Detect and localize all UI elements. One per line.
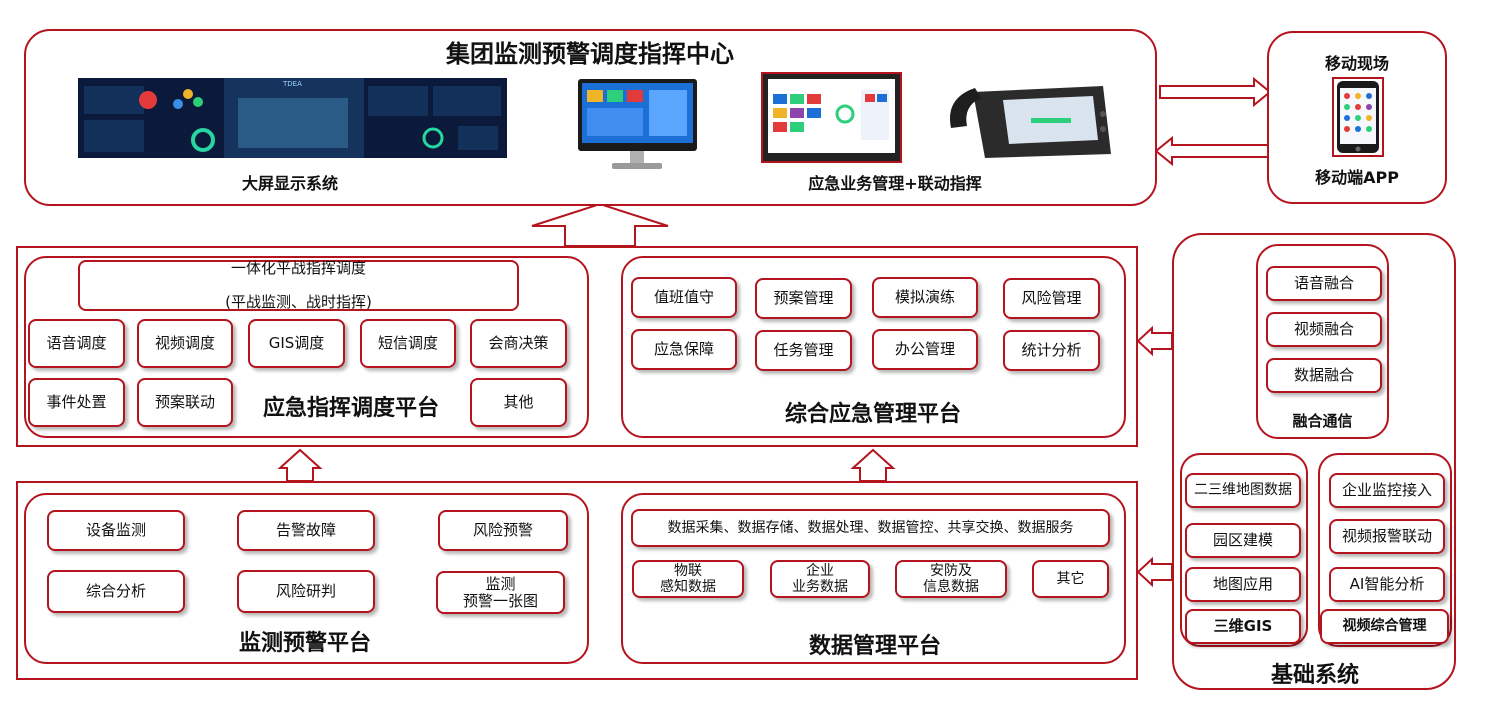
data-item-other: 其它: [1032, 560, 1109, 598]
mobile-app-label: 移动端APP: [1315, 168, 1399, 187]
dispatch-phone-icon: [950, 86, 1111, 158]
dashboard-thumbnail: [78, 78, 507, 158]
arrow-left-from-mobile: [1154, 135, 1271, 167]
fusion-item-video: 视频融合: [1266, 312, 1382, 347]
emergency-item-duty: 值班值守: [631, 277, 737, 318]
dispatch-platform-title: 应急指挥调度平台: [262, 396, 439, 421]
emergency-item-office: 办公管理: [872, 329, 978, 370]
monitor-item-device: 设备监测: [47, 510, 185, 551]
arrow-up-main: [531, 202, 669, 247]
unified-dispatch-line1: 一体化平战指挥调度: [230, 259, 366, 277]
emergency-item-task: 任务管理: [755, 330, 852, 371]
monitor-item-risk-warning: 风险预警: [438, 510, 568, 551]
fusion-comm-title: 融合通信: [1292, 412, 1353, 430]
arrow-right-to-mobile: [1159, 76, 1272, 108]
dispatch-item-sms: 短信调度: [360, 319, 456, 368]
emergency-item-support: 应急保障: [631, 329, 737, 370]
business-command-label: 应急业务管理+联动指挥: [808, 174, 982, 193]
monitor-platform-title: 监测预警平台: [238, 631, 371, 656]
emergency-item-stats: 统计分析: [1003, 330, 1100, 371]
data-item-iot: 物联 感知数据: [632, 560, 744, 598]
dispatch-item-incident: 事件处置: [28, 378, 125, 427]
emergency-item-drill: 模拟演练: [872, 277, 978, 318]
monitor-icon: [578, 79, 697, 169]
video-item-access: 企业监控接入: [1329, 473, 1445, 508]
gis-item-park-model: 园区建模: [1185, 523, 1301, 558]
mobile-phone-image: [1332, 77, 1384, 157]
fusion-item-voice: 语音融合: [1266, 266, 1382, 301]
dispatch-terminal-image: [943, 74, 1113, 158]
dispatch-item-plan-link: 预案联动: [137, 378, 233, 427]
arrow-left-lower: [1136, 556, 1173, 588]
desktop-monitor-image: [577, 78, 698, 173]
dispatch-item-other: 其他: [470, 378, 567, 427]
unified-dispatch-box: 一体化平战指挥调度 (平战监测、战时指挥): [78, 260, 519, 311]
emergency-item-risk: 风险管理: [1003, 278, 1100, 319]
emergency-platform-title: 综合应急管理平台: [784, 402, 961, 427]
dispatch-item-video: 视频调度: [137, 319, 233, 368]
emergency-management-screen-image: [761, 72, 902, 163]
monitor-item-analysis: 综合分析: [47, 570, 185, 613]
smartphone-icon: [1337, 81, 1379, 153]
arrow-up-left: [277, 448, 323, 482]
data-item-security: 安防及 信息数据: [895, 560, 1007, 598]
mobile-title: 移动现场: [1324, 54, 1389, 73]
monitor-item-risk-judge: 风险研判: [237, 570, 375, 613]
big-screen-label: 大屏显示系统: [241, 174, 338, 193]
fusion-item-data: 数据融合: [1266, 358, 1382, 393]
video-mgmt-title: 视频综合管理: [1320, 609, 1449, 644]
arrow-up-right: [850, 448, 896, 482]
monitor-item-alarm: 告警故障: [237, 510, 375, 551]
dispatch-item-consult: 会商决策: [470, 319, 567, 368]
dispatch-item-gis: GIS调度: [248, 319, 345, 368]
gis-item-map-app: 地图应用: [1185, 567, 1301, 602]
base-system-title: 基础系统: [1270, 663, 1359, 688]
dispatch-item-voice: 语音调度: [28, 319, 125, 368]
gis-item-map-data: 二三维地图数据: [1185, 473, 1301, 508]
gis-title: 三维GIS: [1185, 609, 1301, 644]
monitor-item-one-map: 监测 预警一张图: [436, 571, 565, 614]
big-screen-display-image: TDEA: [78, 78, 507, 158]
emergency-item-plan: 预案管理: [755, 278, 852, 319]
dashboard-thumbnail-title: TDEA: [283, 80, 302, 88]
arrow-left-upper: [1136, 325, 1173, 357]
video-item-alarm-link: 视频报警联动: [1329, 519, 1445, 554]
unified-dispatch-line2: (平战监测、战时指挥): [225, 293, 372, 311]
video-item-ai: AI智能分析: [1329, 567, 1445, 602]
management-ui-thumbnail: [768, 79, 895, 153]
data-platform-title: 数据管理平台: [808, 634, 941, 659]
data-item-business: 企业 业务数据: [770, 560, 870, 598]
command-center-title: 集团监测预警调度指挥中心: [446, 40, 734, 68]
data-services-bar: 数据采集、数据存储、数据处理、数据管控、共享交换、数据服务: [631, 509, 1110, 547]
